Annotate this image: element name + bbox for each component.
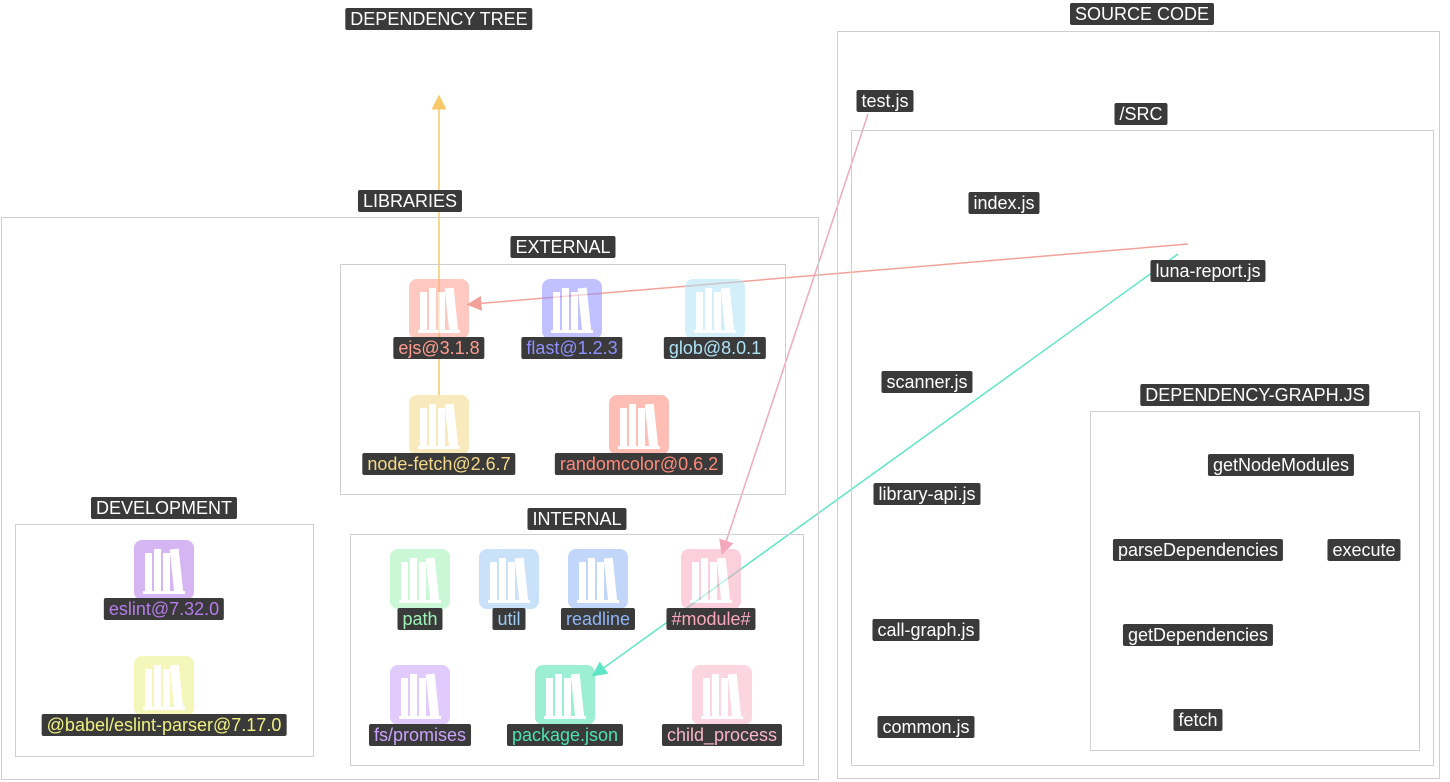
fn-getNodeModules[interactable]: getNodeModules [1207,454,1355,476]
development-title: DEVELOPMENT [90,497,238,519]
library-icon [534,664,596,726]
library-icon [133,539,195,601]
library-babel-eslint-parser-7-17-0[interactable]: @babel/eslint-parser@7.17.0 [41,714,287,736]
external-group [340,264,786,495]
library-flast-1-2-3[interactable]: flast@1.2.3 [521,337,623,359]
src-title: /SRC [1114,103,1168,125]
library-readline[interactable]: readline [560,608,636,630]
library-icon [684,278,746,340]
development-group [15,524,314,757]
library-icon [567,548,629,610]
library-icon [478,548,540,610]
library-node-fetch-2-6-7[interactable]: node-fetch@2.6.7 [362,453,516,475]
library-icon [408,278,470,340]
library-module[interactable]: #module# [666,608,756,630]
library-icon [389,548,451,610]
fn-parseDependencies[interactable]: parseDependencies [1112,539,1284,561]
file-scanner-js[interactable]: scanner.js [881,371,973,393]
library-glob-8-0-1[interactable]: glob@8.0.1 [663,337,767,359]
internal-title: INTERNAL [527,508,627,530]
libraries-title: LIBRARIES [357,190,463,212]
file-luna-report-js[interactable]: luna-report.js [1150,260,1266,282]
file-common-js[interactable]: common.js [877,716,975,738]
fn-getDependencies[interactable]: getDependencies [1122,624,1274,646]
source-code-group [837,31,1440,779]
source-code-title: SOURCE CODE [1069,3,1215,25]
file-index-js[interactable]: index.js [968,192,1040,214]
library-icon [408,394,470,456]
dependency-tree-title: DEPENDENCY TREE [345,8,533,30]
library-path[interactable]: path [397,608,443,630]
file-library-api-js[interactable]: library-api.js [873,483,981,505]
library-fs-promises[interactable]: fs/promises [368,724,472,746]
external-title: EXTERNAL [510,236,616,258]
libraries-group [1,217,819,780]
library-child-process[interactable]: child_process [661,724,783,746]
library-icon [541,278,603,340]
library-util[interactable]: util [492,608,526,630]
library-icon [680,548,742,610]
file-call-graph-js[interactable]: call-graph.js [872,619,980,641]
library-icon [691,664,753,726]
src-group [851,130,1434,766]
dependency-graph-title: DEPENDENCY-GRAPH.JS [1140,384,1370,406]
fn-execute[interactable]: execute [1327,539,1401,561]
library-randomcolor-0-6-2[interactable]: randomcolor@0.6.2 [554,453,724,475]
library-eslint-7-32-0[interactable]: eslint@7.32.0 [103,598,225,620]
file-test-js[interactable]: test.js [856,90,914,112]
fn-fetch[interactable]: fetch [1173,709,1223,731]
library-ejs-3-1-8[interactable]: ejs@3.1.8 [393,337,485,359]
library-icon [608,394,670,456]
internal-group [350,534,804,766]
library-icon [389,664,451,726]
library-icon [133,655,195,717]
library-package-json[interactable]: package.json [506,724,624,746]
dependency-graph-group [1090,411,1420,751]
